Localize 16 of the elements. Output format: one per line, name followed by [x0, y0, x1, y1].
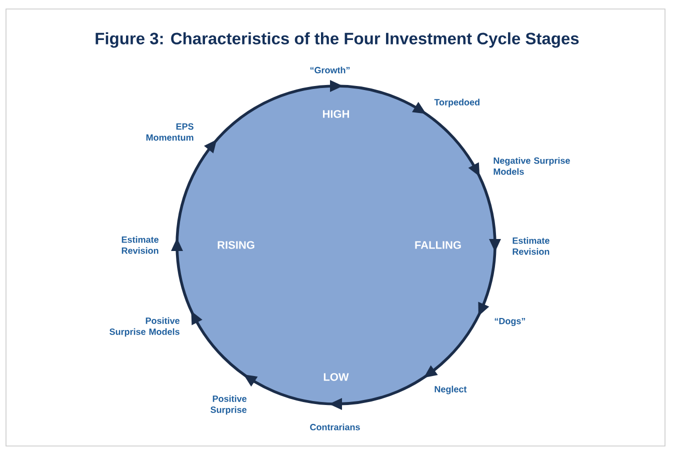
- stage-label: RISING: [218, 241, 254, 249]
- stage-note: Estimate Revision: [122, 236, 158, 254]
- stage-note: “Dogs”: [494, 318, 526, 326]
- title: Figure 3: Characteristics of the Four Investment Cycle Stages: [96, 32, 579, 48]
- stage-note: Negative Surprise Models: [494, 157, 570, 175]
- stage-note: Positive Surprise: [210, 395, 246, 415]
- stage-note: Contrarians: [310, 424, 360, 430]
- stage-note: EPS Momentum: [146, 123, 194, 141]
- stage-label: HIGH: [323, 110, 349, 118]
- stage-note: Positive Surprise Models: [110, 317, 180, 337]
- stage-label: FALLING: [415, 241, 461, 249]
- stage-note: “Growth”: [310, 66, 350, 74]
- stage-note: Torpedoed: [434, 98, 480, 108]
- stage-note: Estimate Revision: [512, 237, 550, 255]
- stage-label: LOW: [324, 373, 349, 381]
- stage-note: Neglect: [434, 386, 467, 394]
